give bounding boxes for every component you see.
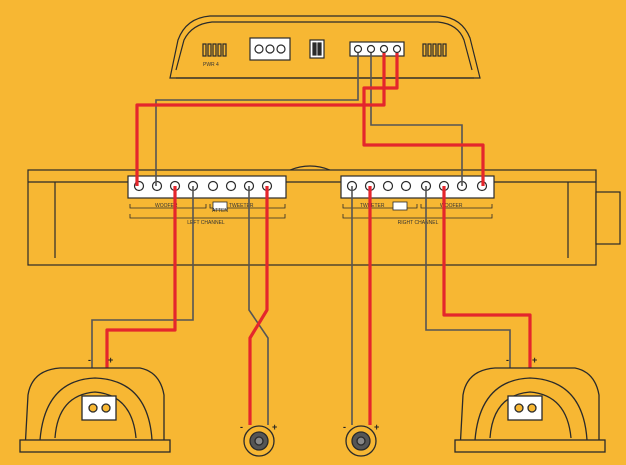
woofer-left — [19, 367, 171, 453]
woofer-left-pos: + — [108, 355, 113, 365]
right-channel-label: RIGHT CHANNEL — [398, 220, 439, 226]
woofer-right-neg: - — [506, 355, 509, 365]
right-woofer-label: WOOFER — [440, 203, 463, 209]
left-tweeter-label: TWEETER — [229, 203, 254, 209]
right-tweeter-label: TWEETER — [360, 203, 385, 209]
woofer-right — [454, 367, 606, 453]
left-terminal-strip — [127, 175, 287, 199]
tweeter-right-neg: - — [343, 422, 346, 432]
left-woofer-label: WOOFER — [155, 203, 178, 209]
amp-heatsink-left — [202, 43, 227, 57]
tweeter-left-pos: + — [272, 422, 277, 432]
amplifier — [169, 15, 481, 79]
amp-heatsink-right — [422, 43, 447, 57]
tweeter-left — [243, 425, 275, 457]
left-channel-label: LEFT CHANNEL — [187, 220, 225, 226]
amp-speaker-terminals — [349, 41, 405, 57]
crossover — [27, 165, 621, 266]
amp-model-label: PWR 4 — [203, 62, 219, 68]
tweeter-left-neg: - — [240, 422, 243, 432]
amp-power-terminal — [249, 37, 291, 61]
woofer-right-pos: + — [532, 355, 537, 365]
amp-fuse — [309, 39, 325, 59]
tweeter-right — [345, 425, 377, 457]
left-atten-label: ATTEN — [212, 208, 228, 214]
right-terminal-strip — [340, 175, 495, 199]
woofer-left-neg: - — [88, 355, 91, 365]
positive-wires — [105, 53, 532, 425]
tweeter-right-pos: + — [374, 422, 379, 432]
